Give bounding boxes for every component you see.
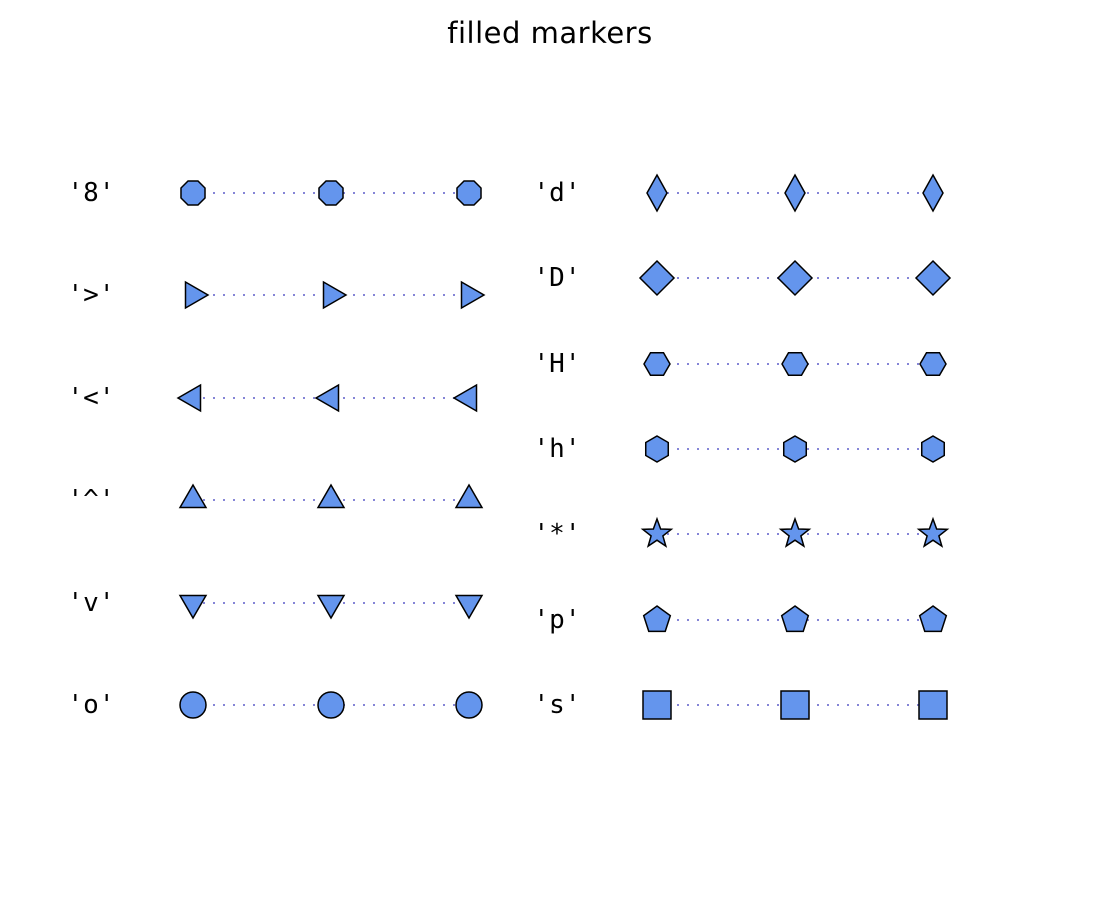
marker-label: 's' xyxy=(533,690,581,720)
star-marker xyxy=(773,512,817,556)
triangle-down-marker xyxy=(447,581,491,625)
octagon-marker xyxy=(171,171,215,215)
triangle-right-marker xyxy=(171,273,215,317)
marker-label: 'v' xyxy=(67,587,115,618)
triangle-up-marker xyxy=(171,478,215,522)
hexagon-pointy-top-marker xyxy=(773,427,817,471)
marker-label: '>' xyxy=(67,280,115,311)
triangle-left-marker xyxy=(447,376,491,420)
triangle-down-marker xyxy=(171,581,215,625)
marker-label: 'H' xyxy=(533,348,581,379)
square-marker xyxy=(635,683,679,727)
star-marker xyxy=(911,512,955,556)
pentagon-marker xyxy=(911,598,955,642)
marker-label: 'o' xyxy=(67,690,115,720)
circle-marker xyxy=(309,683,353,727)
marker-label: '<' xyxy=(67,382,115,413)
marker-label: 'D' xyxy=(533,263,581,294)
hexagon-flat-top-marker xyxy=(773,342,817,386)
hexagon-pointy-top-marker xyxy=(635,427,679,471)
hexagon-flat-top-marker xyxy=(635,342,679,386)
marker-label: '*' xyxy=(533,519,581,550)
marker-label: 'd' xyxy=(533,178,581,208)
hexagon-flat-top-marker xyxy=(911,342,955,386)
diamond-marker xyxy=(635,256,679,300)
octagon-marker xyxy=(447,171,491,215)
thin-diamond-marker xyxy=(635,171,679,215)
octagon-marker xyxy=(309,171,353,215)
triangle-right-marker xyxy=(447,273,491,317)
diamond-marker xyxy=(911,256,955,300)
marker-label: '8' xyxy=(67,178,115,208)
marker-label: 'p' xyxy=(533,604,581,635)
pentagon-marker xyxy=(635,598,679,642)
hexagon-pointy-top-marker xyxy=(911,427,955,471)
triangle-left-marker xyxy=(309,376,353,420)
triangle-up-marker xyxy=(447,478,491,522)
triangle-right-marker xyxy=(309,273,353,317)
diamond-marker xyxy=(773,256,817,300)
square-marker xyxy=(773,683,817,727)
pentagon-marker xyxy=(773,598,817,642)
triangle-down-marker xyxy=(309,581,353,625)
circle-marker xyxy=(447,683,491,727)
circle-marker xyxy=(171,683,215,727)
thin-diamond-marker xyxy=(911,171,955,215)
star-marker xyxy=(635,512,679,556)
square-marker xyxy=(911,683,955,727)
triangle-up-marker xyxy=(309,478,353,522)
marker-label: '^' xyxy=(67,485,115,516)
marker-label: 'h' xyxy=(533,434,581,464)
triangle-left-marker xyxy=(171,376,215,420)
thin-diamond-marker xyxy=(773,171,817,215)
chart-title: filled markers xyxy=(447,16,653,50)
